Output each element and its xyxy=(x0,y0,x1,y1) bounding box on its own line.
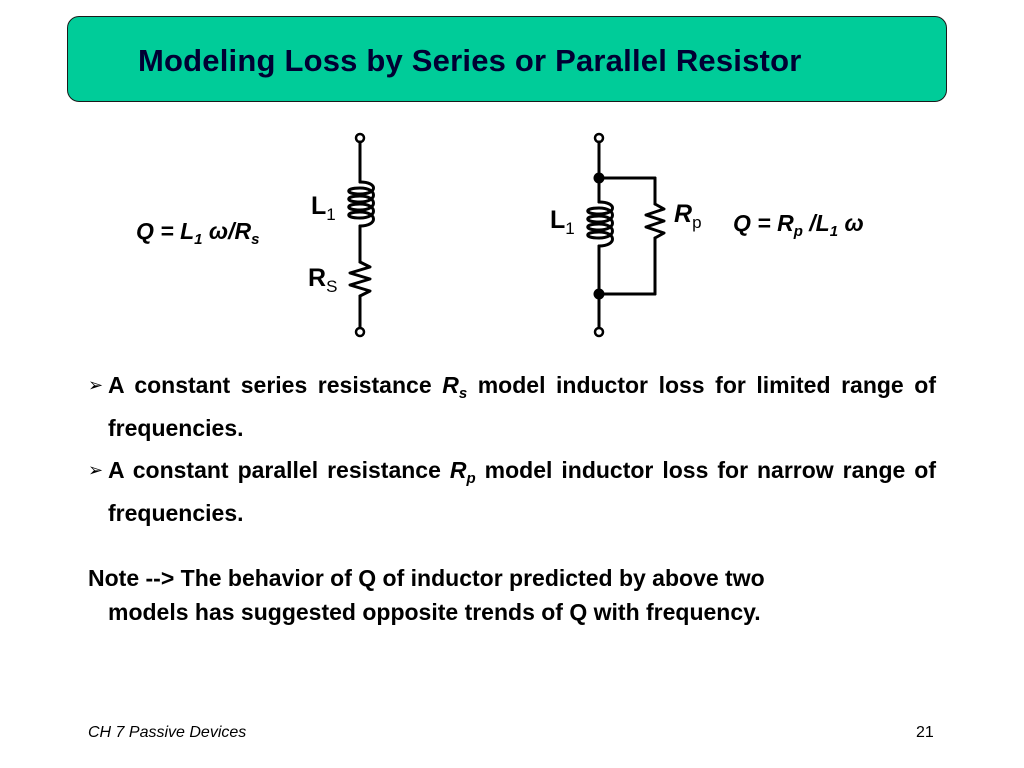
series-resistor-label: RS xyxy=(308,264,337,297)
parallel-formula-sub2: 1 xyxy=(829,223,839,240)
parallel-formula-end: ω xyxy=(838,210,864,236)
series-formula-sub1: 1 xyxy=(194,231,203,248)
note-line-2: models has suggested opposite trends of … xyxy=(108,599,761,625)
series-formula-q: Q = L xyxy=(136,218,195,244)
note-line-1: Note --> The behavior of Q of inductor p… xyxy=(88,565,765,591)
bullet-arrow-icon: ➢ xyxy=(88,375,104,395)
title-banner: Modeling Loss by Series or Parallel Resi… xyxy=(67,16,947,102)
bullet-text-a: A constant parallel resistance xyxy=(108,457,450,483)
parallel-top-junction xyxy=(593,172,605,184)
series-formula-mid: ω/R xyxy=(202,218,252,244)
bullet-var-sub: p xyxy=(466,470,476,487)
parallel-formula-mid: /L xyxy=(802,210,830,236)
series-inductor-letter: L xyxy=(311,192,327,220)
bullet-text-b: model inductor loss for narrow range of … xyxy=(108,457,936,526)
parallel-bottom-terminal xyxy=(593,326,605,338)
series-inductor-coil xyxy=(347,180,375,228)
series-formula-sub2: s xyxy=(251,231,260,248)
parallel-resistor-sub: p xyxy=(692,213,702,232)
bullet-var: R xyxy=(442,372,459,398)
series-resistor-letter: R xyxy=(308,264,327,292)
parallel-formula-sub1: p xyxy=(793,223,803,240)
series-resistor-sub: S xyxy=(326,277,338,296)
parallel-q-formula: Q = Rp /L1 ω xyxy=(733,210,864,240)
footer-chapter: CH 7 Passive Devices xyxy=(88,724,247,741)
parallel-inductor-letter: L xyxy=(550,206,566,234)
parallel-resistor-letter: R xyxy=(674,200,693,228)
series-resistor-zigzag xyxy=(348,260,372,298)
bullet-text-a: A constant series resistance xyxy=(108,372,443,398)
bullet-item: ➢ A constant series resistance Rs model … xyxy=(88,368,936,445)
parallel-inductor-coil xyxy=(586,200,614,248)
bullet-text-b: model inductor loss for limited range of… xyxy=(108,372,936,441)
parallel-formula-q: Q = R xyxy=(733,210,794,236)
bullet-var-sub: s xyxy=(458,385,468,402)
footer-page-number: 21 xyxy=(916,724,934,741)
bullet-list: ➢ A constant series resistance Rs model … xyxy=(88,368,936,530)
series-inductor-sub: 1 xyxy=(326,205,336,224)
parallel-inductor-sub: 1 xyxy=(565,219,575,238)
series-inductor-label: L1 xyxy=(311,192,336,225)
series-q-formula: Q = L1 ω/Rs xyxy=(136,218,259,248)
parallel-resistor-label: Rp xyxy=(674,200,702,233)
note-paragraph: Note --> The behavior of Q of inductor p… xyxy=(88,561,938,629)
bullet-arrow-icon: ➢ xyxy=(88,460,104,480)
bullet-item: ➢ A constant parallel resistance Rp mode… xyxy=(88,453,936,530)
parallel-inductor-label: L1 xyxy=(550,206,575,239)
bullet-var: R xyxy=(449,457,467,483)
parallel-resistor-zigzag xyxy=(644,202,666,240)
parallel-bottom-junction xyxy=(593,288,605,300)
series-bottom-terminal xyxy=(354,326,366,338)
slide-title: Modeling Loss by Series or Parallel Resi… xyxy=(138,43,802,78)
